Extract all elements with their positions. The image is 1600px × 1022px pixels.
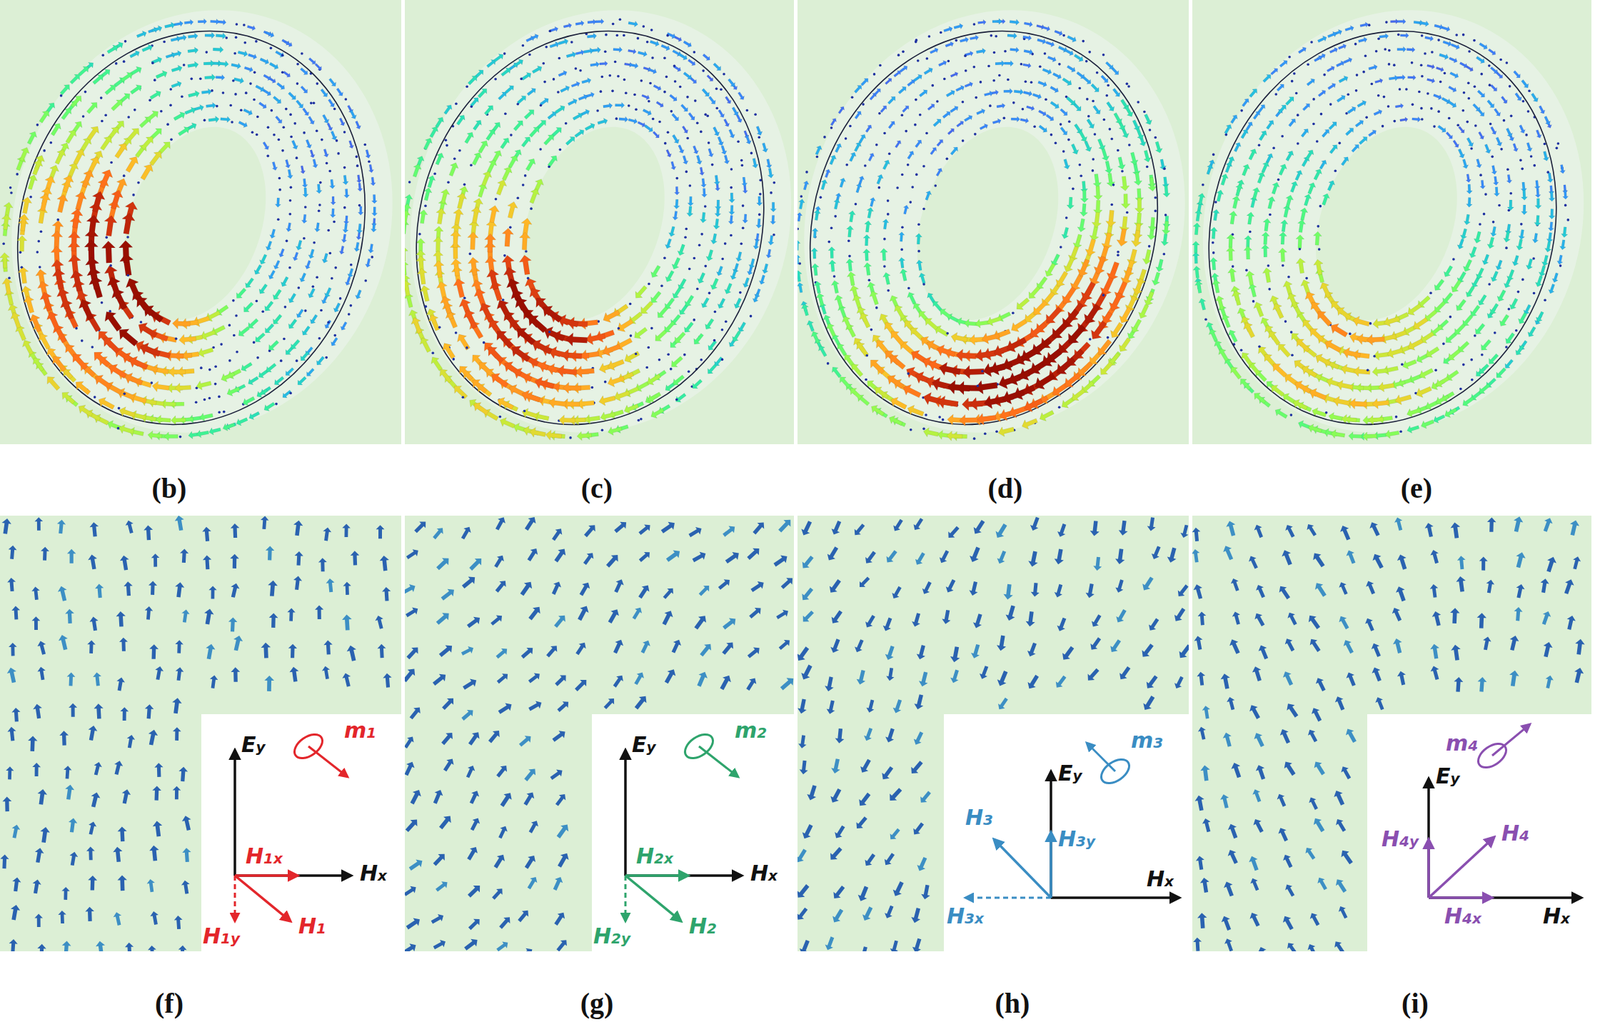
field-vector [1428, 836, 1495, 898]
vector-label: H2 [688, 913, 717, 938]
field-vector [993, 838, 1051, 898]
field-vector [965, 896, 1051, 899]
vector-label: Hx [1542, 903, 1571, 928]
vector-label: Ey [1435, 763, 1461, 788]
vector-label: H1y [202, 923, 240, 948]
vector-label: m3 [1130, 728, 1164, 752]
field-vector [1492, 723, 1531, 756]
vector-label: Hx [750, 861, 778, 885]
inset-panel [591, 713, 794, 952]
vector-label: Hx [1146, 866, 1174, 891]
panel-label: (f) [154, 987, 184, 1019]
vector-label: Hx [359, 861, 387, 885]
vector-label: H1x [245, 843, 283, 868]
inset-panel [201, 713, 402, 952]
field-vector [624, 749, 627, 876]
vector-label: H4 [1501, 821, 1530, 845]
vector-label: H1 [298, 913, 327, 938]
vector-label: m1 [344, 718, 377, 742]
torus-field [0, 0, 402, 445]
field-vector [1050, 896, 1180, 899]
panel-label: (c) [581, 472, 613, 505]
vector-label: H3 [965, 805, 994, 829]
torus-field [404, 0, 794, 445]
torus-field [1192, 0, 1592, 445]
vector-label: Ey [631, 732, 657, 757]
vector-label: H3y [1058, 826, 1096, 851]
field-vector [1049, 771, 1053, 898]
panel-label: (e) [1400, 472, 1433, 505]
panel-label: (h) [995, 987, 1031, 1019]
vector-label: m2 [734, 718, 767, 742]
panel-label: (b) [152, 472, 188, 505]
vector-label: H2y [593, 923, 631, 948]
field-vector [624, 875, 627, 922]
vector-label: H4y [1381, 826, 1419, 851]
panel-label: (g) [580, 987, 615, 1019]
field-vector [308, 746, 348, 777]
field-vector [234, 875, 237, 922]
field-vector [234, 873, 298, 877]
field-vector [625, 873, 689, 877]
field-vector [1427, 838, 1431, 898]
vector-label: H3x [946, 903, 984, 928]
torus-field [797, 0, 1189, 445]
field-vector [698, 746, 739, 777]
vector-label: m4 [1445, 731, 1478, 755]
vector-label: Ey [241, 732, 266, 757]
inset-panel [1367, 713, 1592, 952]
arrow-field [797, 515, 1189, 952]
field-vector [1086, 742, 1116, 772]
field-vector [1428, 896, 1493, 899]
field-vector [625, 873, 742, 877]
field-vector [1427, 778, 1431, 898]
inset-panel [943, 713, 1189, 952]
field-vector [234, 875, 291, 922]
field-vector [625, 875, 682, 922]
arrow-field [1192, 515, 1592, 952]
vector-label: H2x [636, 843, 674, 868]
vector-insets [234, 723, 1582, 922]
arrow-field [404, 515, 794, 952]
vector-label: Ey [1058, 761, 1083, 785]
field-vector [1049, 831, 1053, 898]
field-vector [233, 749, 237, 876]
arrow-field [0, 515, 402, 952]
panel-label: (d) [988, 472, 1024, 505]
field-vector [1428, 896, 1582, 899]
vector-label: H4x [1444, 903, 1482, 928]
panel-label: (i) [1401, 987, 1429, 1019]
field-vector [234, 873, 352, 877]
